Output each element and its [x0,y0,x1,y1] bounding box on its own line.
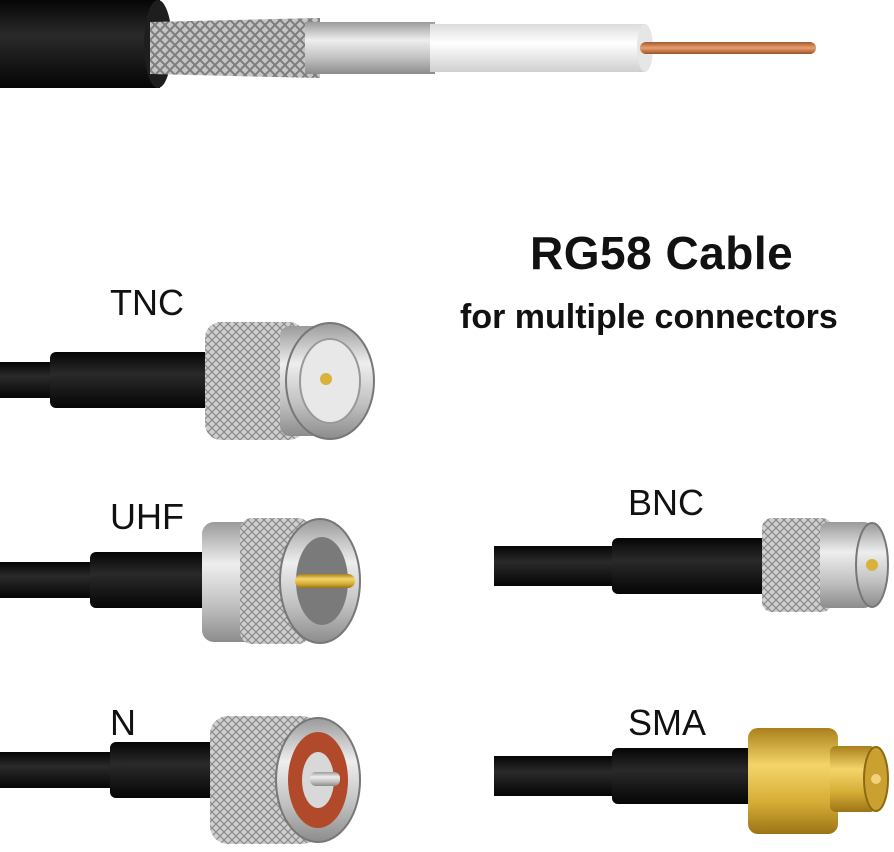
stripped-coax-cable [0,0,816,88]
foil-shield [305,22,435,74]
braided-shield [150,18,320,78]
bnc-crimp-sleeve [762,518,832,612]
uhf-label: UHF [110,496,184,537]
heat-shrink [110,742,220,798]
heat-shrink [612,748,762,804]
heat-shrink [612,538,770,594]
heat-shrink [90,552,210,608]
dielectric-insulator [430,24,645,72]
sma-body [830,746,876,812]
tnc-center-pin [320,373,332,385]
sma-hex-nut [748,728,838,834]
product-subtitle: for multiple connectors [460,298,838,336]
n-center-pin [310,772,340,786]
uhf-center-pin [295,574,355,588]
bnc-label: BNC [628,482,705,523]
heat-shrink [50,352,215,408]
n-connector-cable [0,716,361,844]
bnc-center-pin [866,559,878,571]
bnc-connector-cable [494,518,889,612]
tnc-label: TNC [110,282,184,323]
product-title: RG58 Cable [530,227,794,279]
sma-connector-cable [494,728,889,834]
sma-center-pin [871,774,881,784]
sma-label: SMA [628,702,707,743]
cable [0,752,120,788]
cable [494,756,634,796]
cable-jacket [0,0,160,88]
copper-core [640,42,816,54]
cable [0,562,100,598]
uhf-connector-cable [0,518,361,644]
cable [494,546,634,586]
tnc-connector-cable [0,322,375,440]
n-label: N [110,702,136,743]
